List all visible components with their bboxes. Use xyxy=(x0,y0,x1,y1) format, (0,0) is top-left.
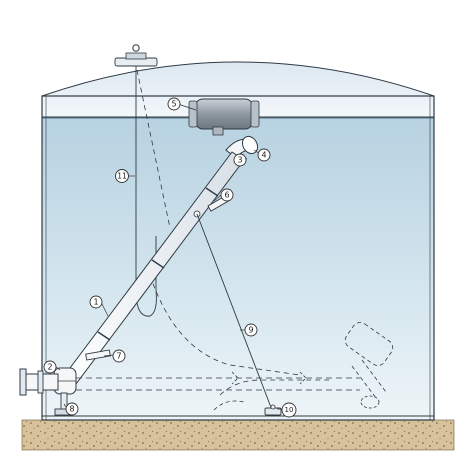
floor-anchor xyxy=(264,404,282,416)
callout-4: 4 xyxy=(257,148,271,162)
outlet-pipe xyxy=(19,368,59,396)
callout-7: 7 xyxy=(112,349,126,363)
callout-10: 10 xyxy=(281,402,297,418)
callout-11: 11 xyxy=(115,169,129,183)
callout-8-label: 8 xyxy=(69,405,74,414)
roof-anchor xyxy=(114,44,158,67)
tie-cable xyxy=(196,213,273,411)
callout-4-label: 4 xyxy=(261,151,266,160)
callout-3: 3 xyxy=(233,153,247,167)
callout-3-label: 3 xyxy=(237,156,242,165)
dashed-horizontal-pipe xyxy=(76,371,360,391)
dashed-low-float-arm xyxy=(219,379,330,396)
dashed-low-swivel xyxy=(213,400,245,411)
callout-2: 2 xyxy=(43,360,57,374)
callout-2-label: 2 xyxy=(47,363,52,372)
foundation-gravel xyxy=(21,419,455,451)
callout-10-label: 10 xyxy=(285,406,294,414)
callout-7-label: 7 xyxy=(116,352,121,361)
callout-5: 5 xyxy=(167,97,181,111)
lower-support-bracket xyxy=(85,349,111,361)
callout-6: 6 xyxy=(220,188,234,202)
dashed-float-low-position xyxy=(344,322,394,409)
callout-1: 1 xyxy=(89,295,103,309)
float xyxy=(188,98,260,136)
callout-8: 8 xyxy=(65,402,79,416)
callout-9-label: 9 xyxy=(248,326,253,335)
callout-11-label: 11 xyxy=(117,172,127,181)
callout-9: 9 xyxy=(244,323,258,337)
tank-roof xyxy=(41,61,435,118)
callout-6-label: 6 xyxy=(224,191,229,200)
callout-5-label: 5 xyxy=(171,100,176,109)
dashed-low-level-path xyxy=(136,69,301,376)
callout-1-label: 1 xyxy=(93,298,98,307)
tank-wall xyxy=(41,95,435,421)
